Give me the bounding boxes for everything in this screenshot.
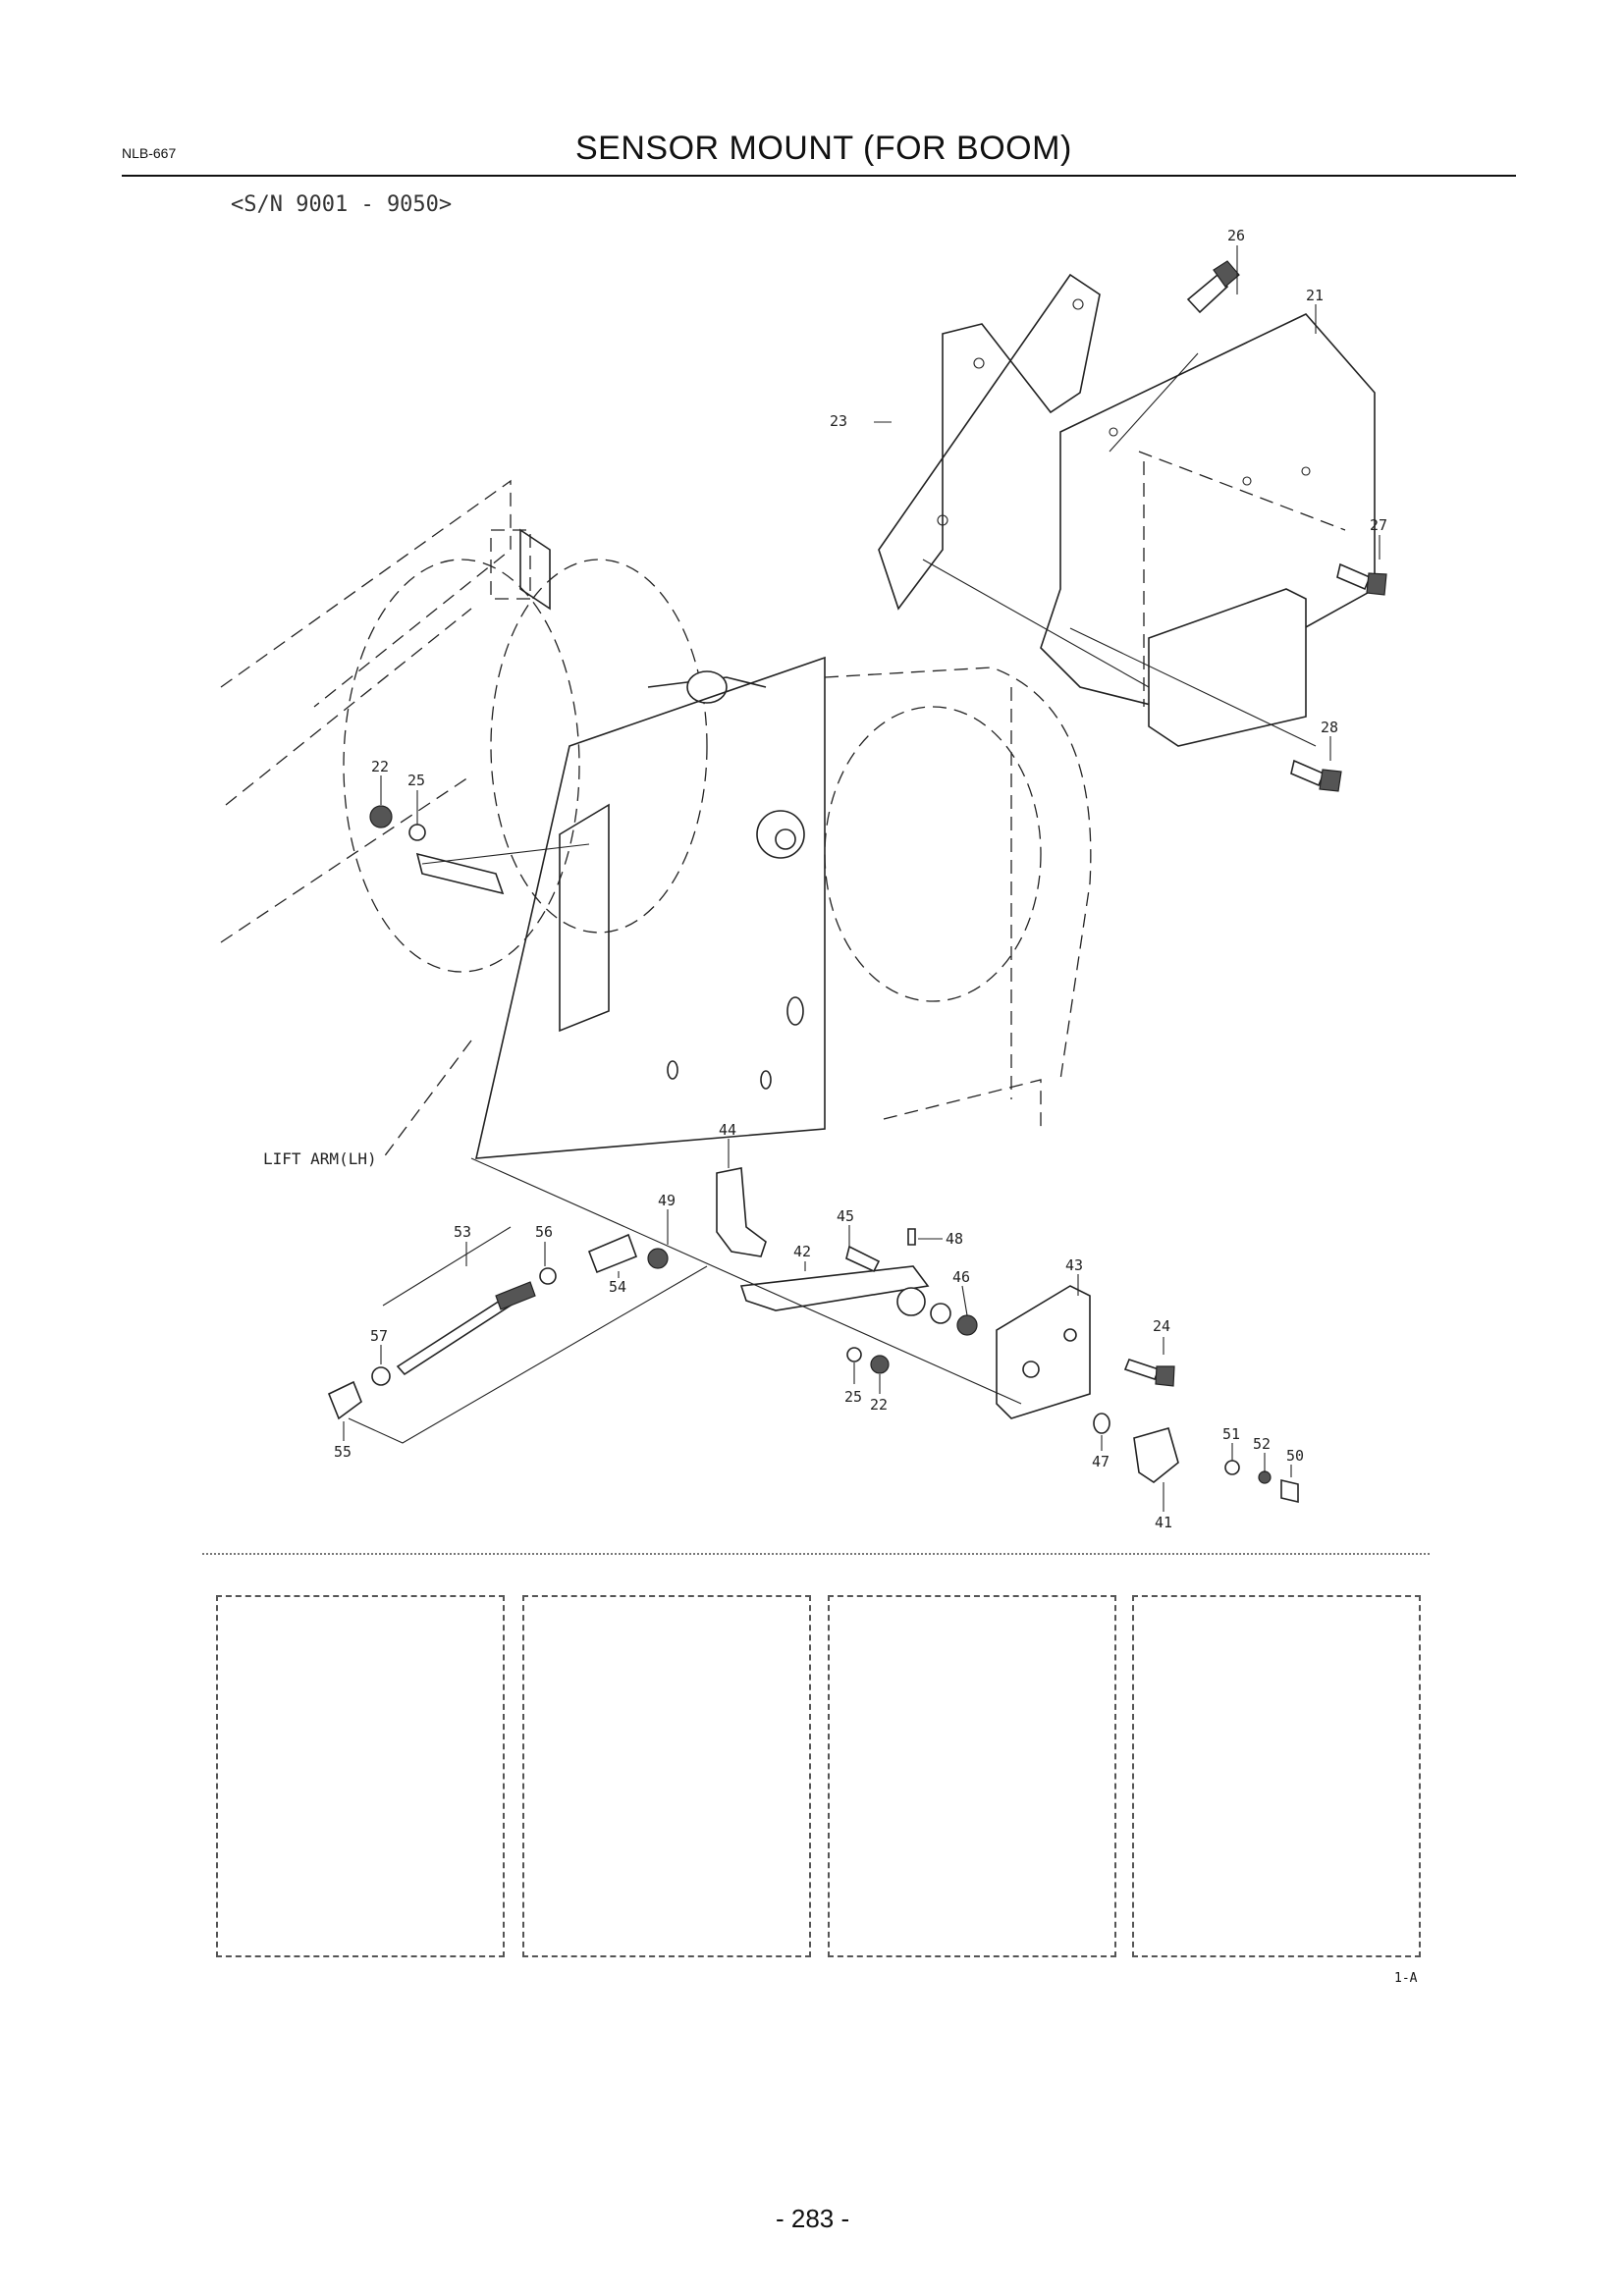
callout-56: 56	[535, 1223, 553, 1241]
page-number: - 283 -	[776, 2204, 850, 2233]
callout-57: 57	[370, 1327, 388, 1345]
cover-assembly	[878, 273, 1376, 747]
lift-arm-structure	[220, 479, 1092, 1159]
callout-46: 46	[952, 1268, 970, 1286]
callout-28: 28	[1321, 719, 1338, 736]
callout-22-left: 22	[371, 758, 389, 775]
callout-27: 27	[1370, 516, 1387, 534]
page-title: SENSOR MOUNT (FOR BOOM)	[575, 130, 1072, 167]
exploded-parts-diagram: 26 21 23 27 28 22 25 44 49 53 56 45 42 4…	[220, 227, 1387, 1531]
callout-41: 41	[1155, 1514, 1172, 1531]
callout-50: 50	[1286, 1447, 1304, 1465]
callout-43: 43	[1065, 1256, 1083, 1274]
left-fasteners	[369, 805, 590, 895]
header-rule	[122, 175, 1516, 177]
separator-rule	[202, 1553, 1430, 1555]
callout-47: 47	[1092, 1453, 1110, 1470]
callout-45: 45	[837, 1207, 854, 1225]
leader-lines	[343, 245, 1380, 1512]
callout-42: 42	[793, 1243, 811, 1260]
callout-24: 24	[1153, 1317, 1170, 1335]
callout-55: 55	[334, 1443, 352, 1461]
serial-range: <S/N 9001 - 9050>	[231, 192, 453, 217]
callout-49: 49	[658, 1192, 676, 1209]
document-code: NLB-667	[122, 145, 177, 161]
callout-48: 48	[946, 1230, 963, 1248]
figure-reference: 1-A	[1394, 1971, 1418, 1986]
callout-53: 53	[454, 1223, 471, 1241]
callout-25-left: 25	[407, 772, 425, 789]
note-box-1	[216, 1595, 505, 1957]
callout-22-bottom: 22	[870, 1396, 888, 1414]
callout-26-top: 26	[1227, 227, 1245, 244]
note-box-3	[828, 1595, 1116, 1957]
callout-23: 23	[830, 412, 847, 430]
callout-51: 51	[1222, 1425, 1240, 1443]
callout-25-bottom: 25	[844, 1388, 862, 1406]
linkage-rod	[327, 1157, 1022, 1444]
lift-arm-label: LIFT ARM(LH)	[263, 1149, 377, 1168]
callout-54: 54	[609, 1278, 626, 1296]
callout-labels: 26 21 23 27 28 22 25 44 49 53 56 45 42 4…	[263, 227, 1387, 1531]
callout-21: 21	[1306, 287, 1324, 304]
top-bolts	[1186, 260, 1387, 792]
callout-44: 44	[719, 1121, 736, 1139]
callout-52: 52	[1253, 1435, 1271, 1453]
sensor-assembly	[647, 1167, 1299, 1504]
note-box-2	[522, 1595, 811, 1957]
note-box-4	[1132, 1595, 1421, 1957]
